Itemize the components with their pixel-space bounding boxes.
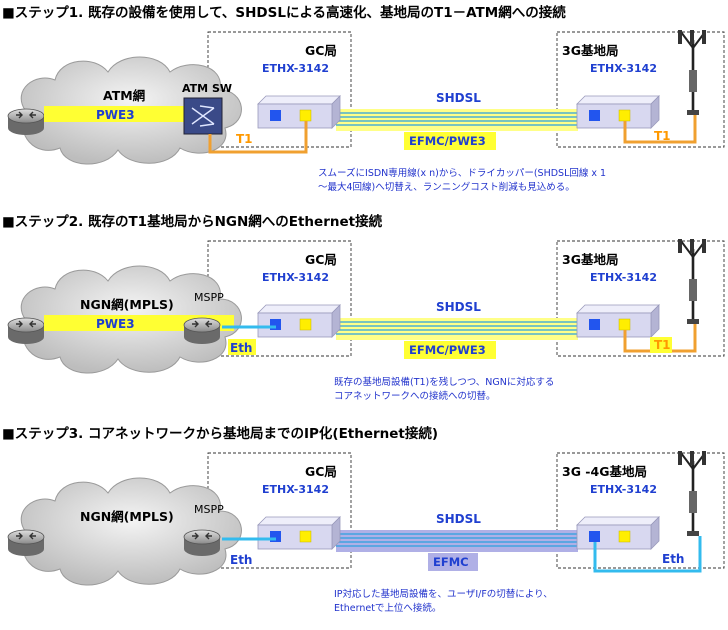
- base-ethx-device: [576, 516, 660, 550]
- router-icon: [7, 529, 45, 557]
- note-line-2: コアネットワークへの接続への切替。: [334, 390, 496, 402]
- cloud-label: ATM網: [103, 88, 145, 103]
- gc-ethx-device: [257, 95, 341, 129]
- router-icon: [7, 317, 45, 345]
- t1-wire-gc: [208, 121, 308, 154]
- gc-station-title: GC局: [305, 464, 337, 479]
- base-port-bg: [650, 337, 672, 353]
- atm-switch-glyph: [191, 105, 215, 127]
- base-device-label: ETHX-3142: [590, 62, 657, 75]
- note-line-1: 既存の基地局設備(T1)を残しつつ、NGNに対応する: [334, 376, 554, 388]
- pwe3-label: PWE3: [96, 317, 135, 331]
- base-ethx-device: [576, 95, 660, 129]
- shdsl-label: SHDSL: [436, 512, 481, 526]
- efmc-label-box: [428, 553, 478, 571]
- antenna-tower-icon: [676, 28, 708, 117]
- gc-port-label: Eth: [230, 341, 252, 355]
- atm-switch-label: ATM SW: [182, 82, 232, 95]
- gc-port-bg: [228, 551, 256, 567]
- step-heading: ■ステップ2. 既存のT1基地局からNGN網へのEthernet接続: [2, 213, 383, 230]
- shdsl-label: SHDSL: [436, 91, 481, 105]
- base-station-box: [556, 31, 725, 148]
- gc-station-title: GC局: [305, 43, 337, 58]
- gc-device-label: ETHX-3142: [262, 62, 329, 75]
- antenna-tower-icon: [676, 237, 708, 326]
- step-1: ■ステップ1. 既存の設備を使用して、SHDSLによる高速化、基地局のT1－AT…: [2, 4, 725, 193]
- cloud-label: NGN網(MPLS): [80, 297, 174, 312]
- shdsl-label: SHDSL: [436, 300, 481, 314]
- gc-port-label: T1: [236, 132, 253, 146]
- eth-wire-base: [593, 536, 702, 573]
- gc-station-title: GC局: [305, 252, 337, 267]
- gc-ethx-device: [257, 516, 341, 550]
- step-heading: ■ステップ3. コアネットワークから基地局までのIP化(Ethernet接続): [2, 425, 438, 442]
- gc-ethx-device: [257, 304, 341, 338]
- gc-port-label: Eth: [230, 553, 252, 567]
- base-device-label: ETHX-3142: [590, 483, 657, 496]
- note-line-1: IP対応した基地局設備を、ユーザI/Fの切替により、: [334, 588, 553, 600]
- base-port-label: T1: [654, 338, 671, 352]
- efmc-label: EFMC/PWE3: [409, 134, 486, 148]
- base-station-box: [556, 452, 725, 569]
- note-line-2: ～最大4回線)へ切替え、ランニングコスト削減も見込める。: [318, 181, 575, 193]
- mspp-label: MSPP: [194, 503, 224, 516]
- efmc-band: [336, 530, 578, 552]
- base-station-box: [556, 240, 725, 357]
- router-icon: [7, 108, 45, 136]
- gc-port-bg: [228, 339, 256, 355]
- efmc-band: [336, 318, 578, 340]
- base-ethx-device: [576, 304, 660, 338]
- step-2: ■ステップ2. 既存のT1基地局からNGN網へのEthernet接続 GC局 3G基…: [2, 213, 725, 402]
- base-station-title: 3G基地局: [562, 43, 618, 58]
- efmc-label-box: [404, 132, 496, 150]
- efmc-band: [336, 109, 578, 131]
- pwe3-band: [44, 106, 184, 122]
- mspp-router-icon: [183, 317, 221, 345]
- base-device-label: ETHX-3142: [590, 271, 657, 284]
- base-port-label: Eth: [662, 552, 684, 566]
- base-station-title: 3G基地局: [562, 252, 618, 267]
- step-3: ■ステップ3. コアネットワークから基地局までのIP化(Ethernet接続) G…: [2, 425, 725, 614]
- note-line-1: スムーズにISDN専用線(x n)から、ドライカッパー(SHDSL回線 x 1: [318, 167, 606, 179]
- cloud-label: NGN網(MPLS): [80, 509, 174, 524]
- pwe3-label: PWE3: [96, 108, 135, 122]
- gc-station-box: [207, 240, 352, 357]
- mspp-label: MSPP: [194, 291, 224, 304]
- note-line-2: Ethernetで上位へ接続。: [334, 602, 441, 614]
- antenna-tower-icon: [676, 449, 708, 538]
- mspp-router-icon: [183, 529, 221, 557]
- base-port-label: T1: [654, 129, 671, 143]
- efmc-label: EFMC: [433, 555, 469, 569]
- efmc-label-box: [404, 341, 496, 359]
- t1-wire-base: [623, 110, 697, 144]
- efmc-label: EFMC/PWE3: [409, 343, 486, 357]
- gc-device-label: ETHX-3142: [262, 483, 329, 496]
- gc-device-label: ETHX-3142: [262, 271, 329, 284]
- step-heading: ■ステップ1. 既存の設備を使用して、SHDSLによる高速化、基地局のT1－AT…: [2, 4, 566, 21]
- base-station-title: 3G -4G基地局: [562, 464, 647, 479]
- gc-station-box: [207, 452, 352, 569]
- gc-station-box: [207, 31, 352, 148]
